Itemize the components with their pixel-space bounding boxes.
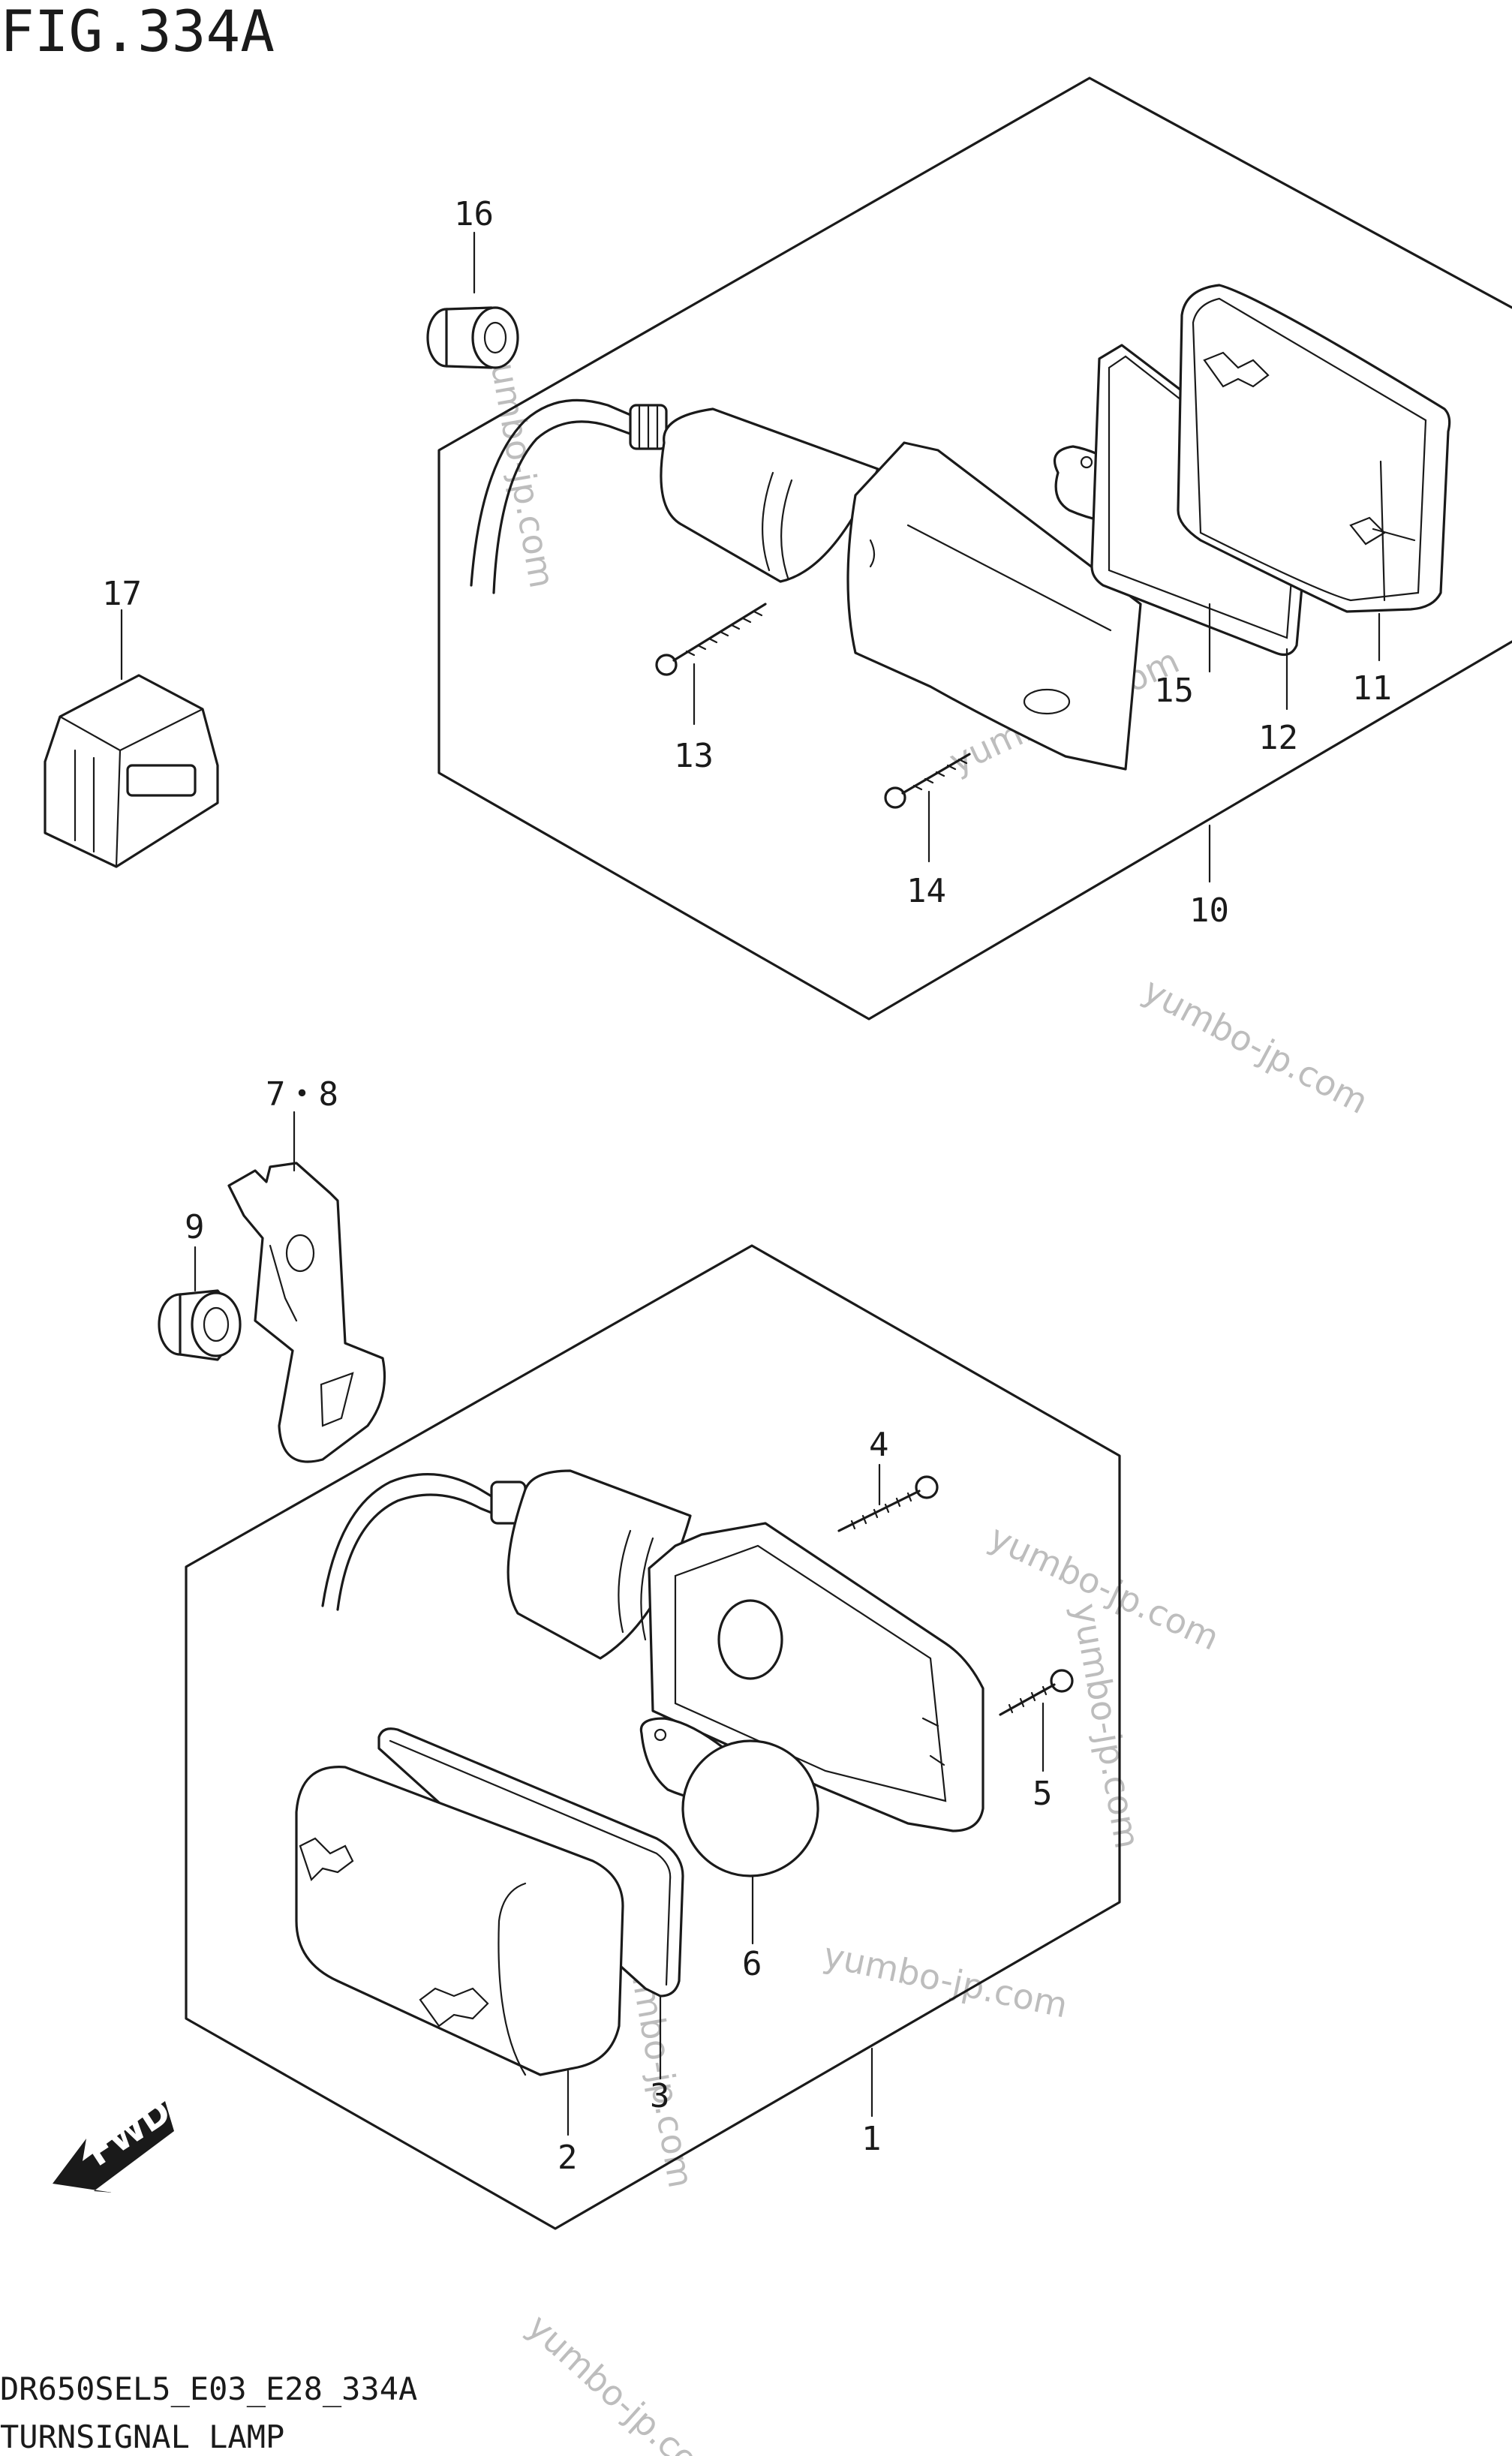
callout-15: 15 — [1154, 672, 1194, 710]
leader-lines — [120, 231, 1381, 2136]
part-7-8-bracket[interactable] — [227, 1162, 386, 1463]
figure-code: DR650SEL5_E03_E28_334A — [0, 2370, 417, 2407]
part-1-turnsignal-body[interactable] — [321, 1469, 984, 1832]
assembly-10-outline — [437, 77, 1512, 1021]
part-17-connector[interactable] — [44, 674, 219, 868]
watermark-text: yumbo-jp.com — [820, 1934, 1072, 2026]
part-9-grommet[interactable] — [158, 1289, 242, 1361]
part-13-screw[interactable] — [655, 603, 767, 676]
callout-11: 11 — [1352, 669, 1392, 708]
assembly-1-outline — [185, 1244, 1121, 2230]
watermark-text: yumbo-jp.com — [1065, 1601, 1148, 1852]
part-5-screw[interactable] — [999, 1669, 1074, 1716]
callout-10: 10 — [1189, 891, 1229, 930]
part-4-screw[interactable] — [837, 1475, 939, 1532]
callout-3: 3 — [650, 2077, 670, 2115]
callout-4: 4 — [869, 1426, 889, 1464]
callout-16: 16 — [454, 195, 494, 233]
callout-13: 13 — [674, 737, 714, 775]
callout-14: 14 — [906, 872, 946, 910]
callout-2: 2 — [558, 2139, 578, 2177]
fwd-arrow: FWD — [53, 2091, 178, 2193]
callout-1: 1 — [861, 2120, 882, 2158]
watermark-text: yumbo-jp.com — [1137, 969, 1375, 1122]
part-11-lens[interactable] — [1177, 284, 1451, 613]
callout-17: 17 — [102, 575, 142, 613]
part-2-lens[interactable] — [295, 1766, 624, 2076]
part-10-turnsignal-body[interactable] — [470, 398, 1142, 771]
figure-name: TURNSIGNAL LAMP — [0, 2418, 284, 2455]
callout-9: 9 — [185, 1208, 205, 1246]
callout-5: 5 — [1033, 1775, 1053, 1813]
callout-12: 12 — [1258, 719, 1298, 757]
callout-6: 6 — [742, 1945, 762, 1983]
figure-title: FIG.334A — [0, 0, 275, 65]
part-16-grommet[interactable] — [426, 306, 519, 369]
callout-7-8: 7・8 — [266, 1075, 338, 1114]
part-6-bulb[interactable] — [639, 1717, 819, 1877]
callouts: 16 17 13 14 15 12 11 10 7・8 9 4 5 6 3 2 … — [102, 195, 1392, 2177]
part-14-screw[interactable] — [884, 753, 971, 809]
watermark-text: yumbo-jp.com — [479, 340, 563, 591]
watermark-text: yumbo-jp.com — [520, 2306, 732, 2456]
